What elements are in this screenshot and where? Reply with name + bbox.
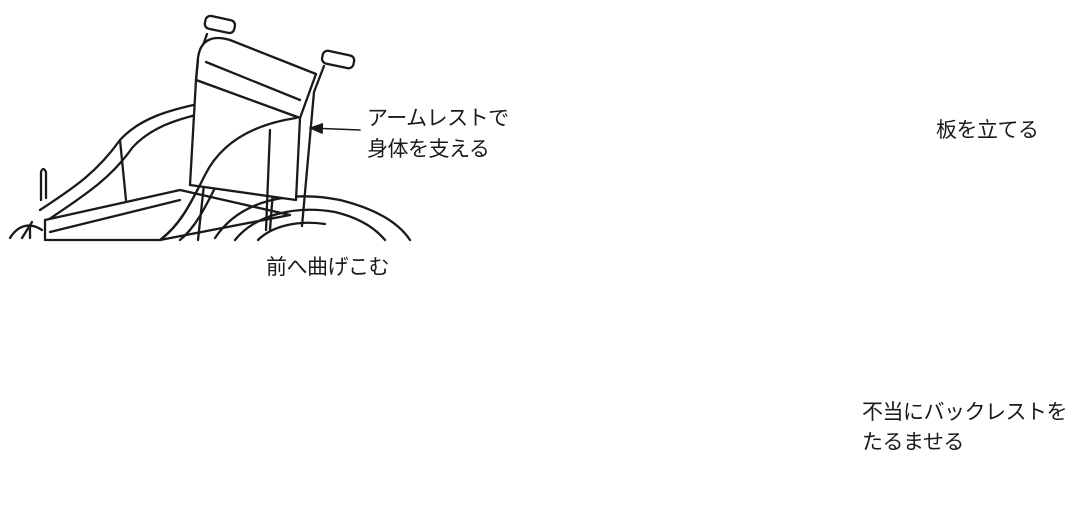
label-armrest-line1: アームレストで [367,106,509,130]
label-fold-line1: 不当にバックレストを [862,400,1068,424]
panel-armrest-chair [8,13,412,242]
label-board: 板を立てる [936,118,1039,142]
label-armrest-line2: 身体を支える [367,137,490,161]
label-bend: 前へ曲げこむ [266,255,390,279]
label-fold-line2: たるませる [862,430,964,454]
